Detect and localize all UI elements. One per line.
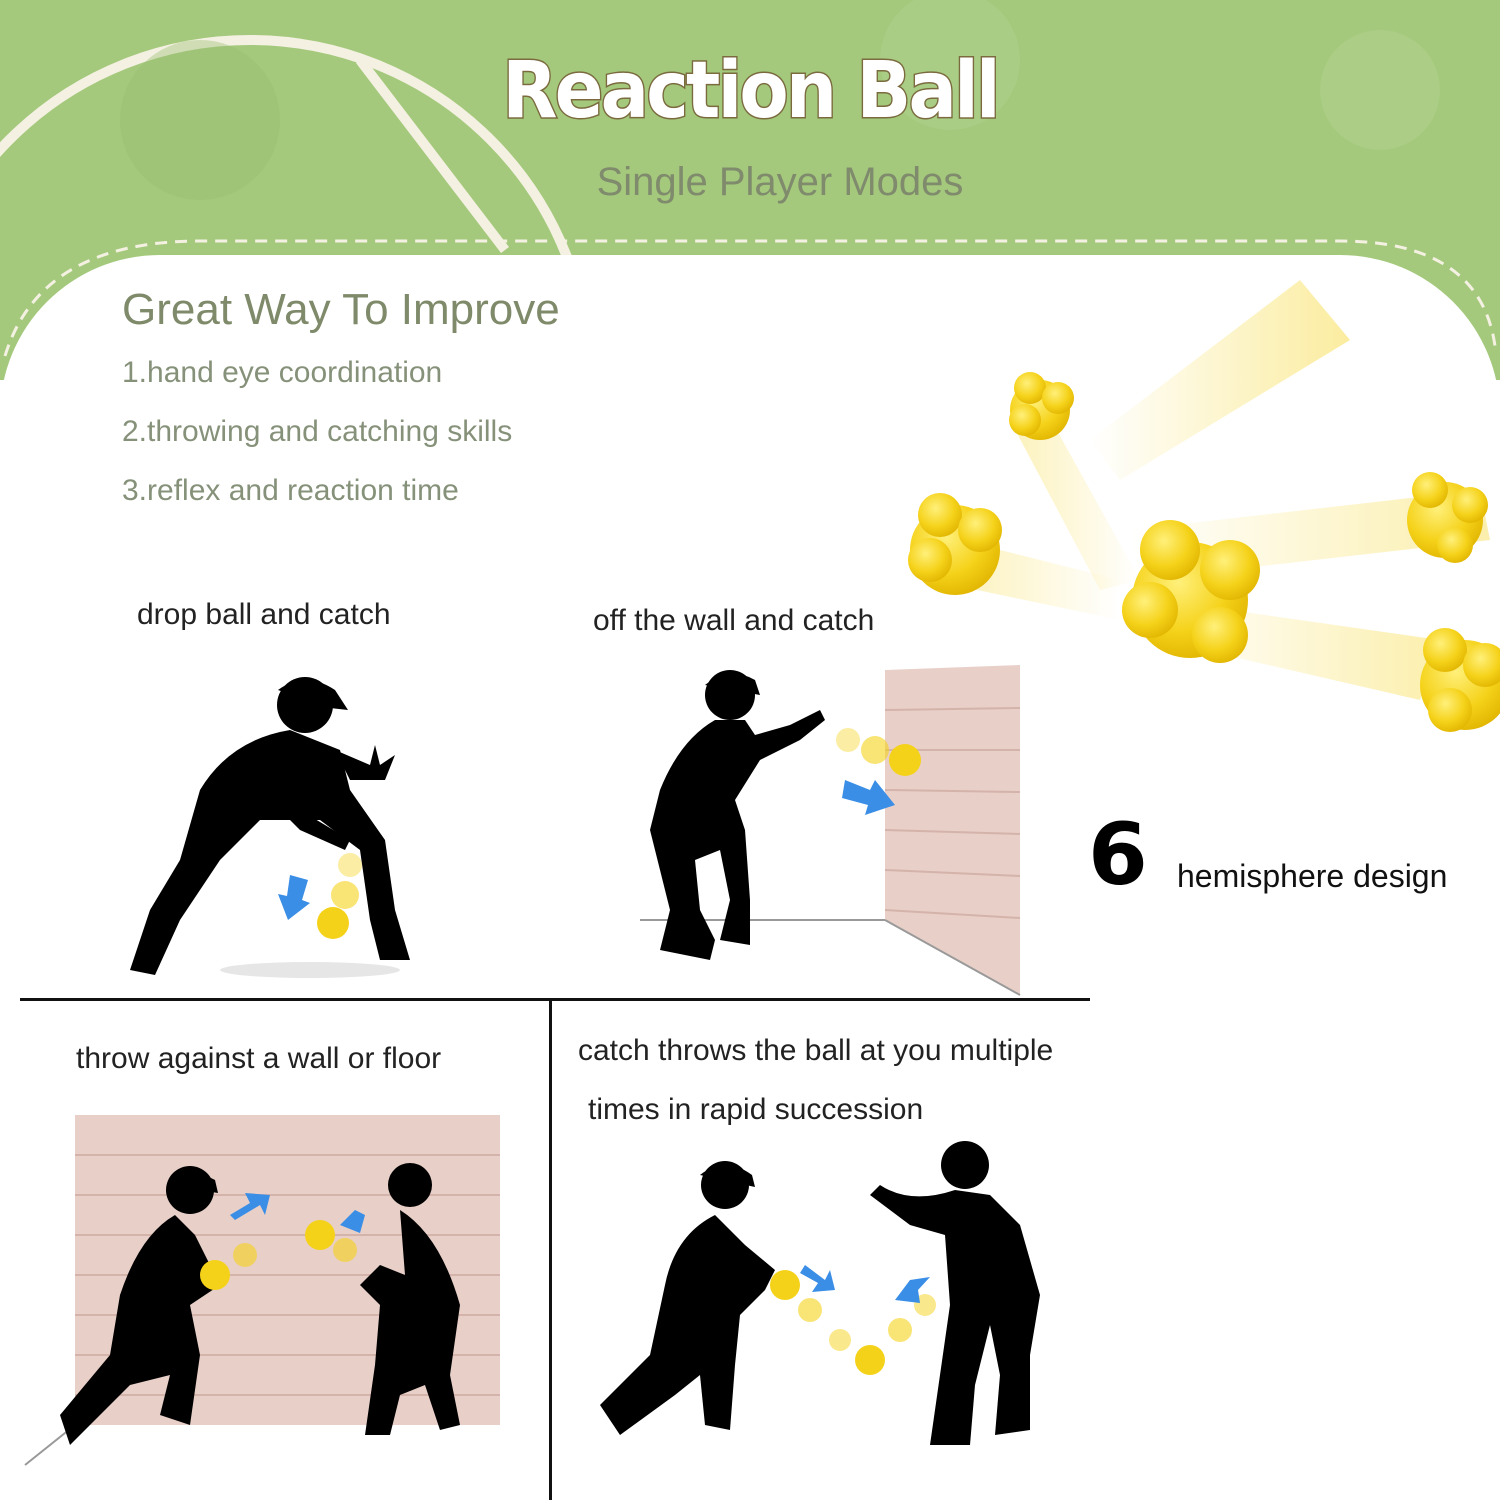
court-lines (0, 0, 1440, 380)
improve-item: 1.hand eye coordination (122, 356, 443, 389)
reaction-ball (317, 853, 362, 939)
flying-balls-illustration (908, 280, 1500, 732)
player-silhouette (650, 670, 825, 960)
page-title: Reaction Ball (501, 46, 1002, 136)
player-silhouette (60, 1166, 220, 1445)
dashed-border (3, 239, 1497, 357)
arrow-icon (895, 1277, 930, 1303)
player-silhouette (870, 1141, 1040, 1445)
mode-label-throw: throw against a wall or floor (76, 1042, 442, 1075)
mode-label-catch-line1: catch throws the ball at you multiple (578, 1034, 1054, 1067)
arrow-icon (340, 1210, 365, 1233)
partner-throws-illustration (600, 1141, 1040, 1445)
reaction-ball (1009, 372, 1074, 440)
arrow-icon (278, 875, 310, 920)
improve-item: 3.reflex and reaction time (122, 474, 459, 507)
improve-heading: Great Way To Improve (122, 285, 560, 334)
reaction-ball (908, 493, 1002, 595)
improve-item: 2.throwing and catching skills (122, 415, 513, 448)
throw-wall-illustration (24, 1115, 500, 1466)
arrow-icon (230, 1193, 270, 1220)
hemisphere-label: hemisphere design (1177, 858, 1448, 894)
mode-label-catch-line2: times in rapid succession (588, 1093, 924, 1126)
arrow-icon (842, 780, 895, 815)
vertical-divider (549, 1000, 552, 1500)
page-subtitle: Single Player Modes (596, 160, 964, 204)
arrow-icon (800, 1265, 835, 1292)
reaction-ball (1407, 472, 1488, 563)
off-wall-illustration (640, 665, 1021, 996)
horizontal-divider (20, 998, 1090, 1001)
reaction-ball (200, 1220, 357, 1290)
reaction-ball (1122, 520, 1260, 663)
player-silhouette (600, 1161, 775, 1435)
motion-trail (1010, 400, 1140, 590)
mode-label-drop: drop ball and catch (137, 598, 391, 631)
player-silhouette (130, 677, 410, 975)
player-silhouette (360, 1163, 460, 1435)
drop-ball-illustration (130, 677, 410, 978)
mode-label-wall: off the wall and catch (593, 604, 875, 637)
motion-trail (1090, 280, 1350, 480)
reaction-ball (836, 728, 921, 776)
hemisphere-count: 6 (1088, 805, 1148, 905)
reaction-ball (770, 1270, 936, 1375)
reaction-ball (1420, 628, 1500, 732)
